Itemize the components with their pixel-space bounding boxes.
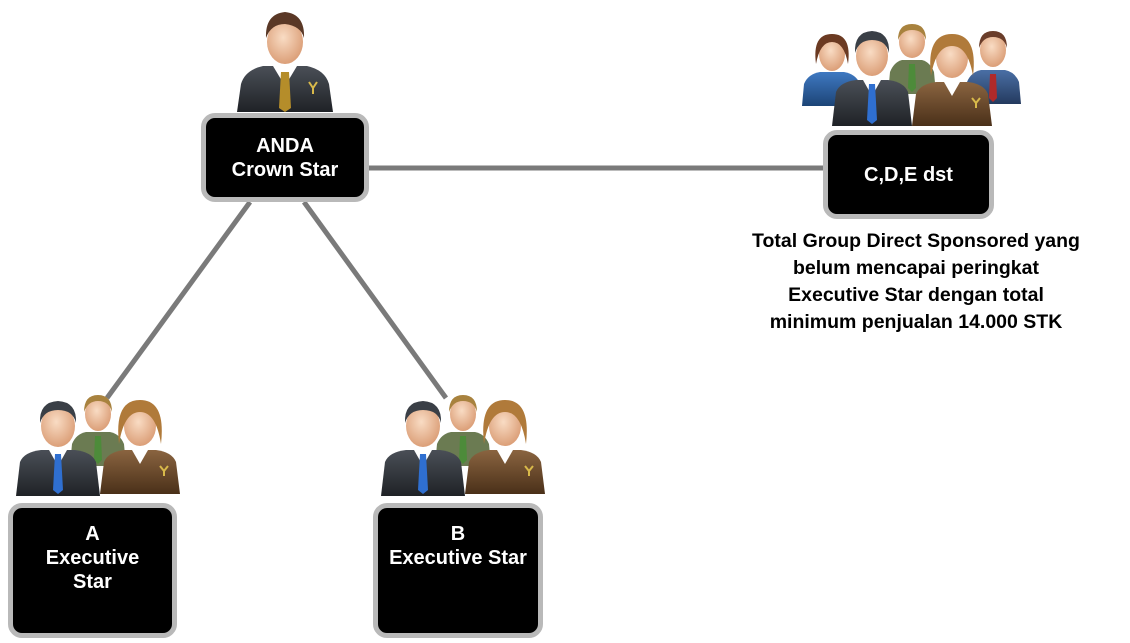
node-a-title: A (85, 523, 100, 545)
cde-description: Total Group Direct Sponsored yang belum … (708, 228, 1124, 336)
node-a-executive-star: A Executive Star (8, 503, 177, 638)
node-cde-label: C,D,E dst (864, 163, 953, 186)
cde-description-line: Total Group Direct Sponsored yang (752, 230, 1080, 252)
node-b-rank: Executive Star (389, 547, 527, 569)
cde-description-line: minimum penjualan 14.000 STK (769, 311, 1063, 333)
node-a-rank-line1: Executive (45, 547, 140, 569)
node-a-rank-line2: Star (73, 571, 112, 593)
node-anda-crown-star: ANDA Crown Star (201, 113, 369, 202)
people-group-icon (381, 395, 545, 496)
node-cde: C,D,E dst (823, 130, 994, 219)
single-person-icon (237, 12, 333, 112)
connector-anda-a (104, 200, 253, 400)
node-b-executive-star: B Executive Star (373, 503, 543, 638)
node-anda-rank: Crown Star (231, 158, 339, 181)
cde-description-line: Executive Star dengan total (788, 284, 1044, 306)
node-anda-title: ANDA (256, 134, 314, 157)
people-group-icon (16, 395, 180, 496)
people-group-icon (802, 24, 1021, 126)
node-b-title: B (450, 523, 466, 545)
cde-description-line: belum mencapai peringkat (793, 257, 1039, 279)
connector-anda-b (301, 200, 449, 400)
